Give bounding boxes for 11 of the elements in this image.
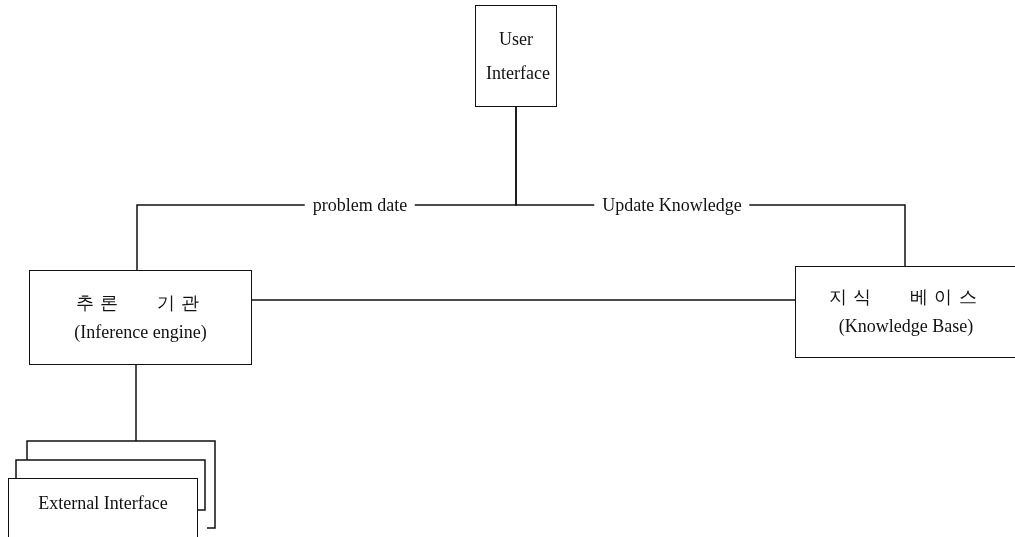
stacked-box (8, 478, 198, 537)
process-box (29, 270, 252, 365)
box-heading: 지식 베이스 (829, 286, 983, 310)
connector-line (251, 299, 796, 301)
box-text: (Knowledge Base) (838, 315, 974, 338)
process-box (795, 266, 1015, 358)
connector-line (135, 364, 137, 442)
box-heading: 추론 기관 (75, 291, 206, 315)
box-text: (Inference engine) (74, 320, 207, 344)
box-text: External Interface (38, 492, 168, 515)
process-box (475, 5, 557, 107)
